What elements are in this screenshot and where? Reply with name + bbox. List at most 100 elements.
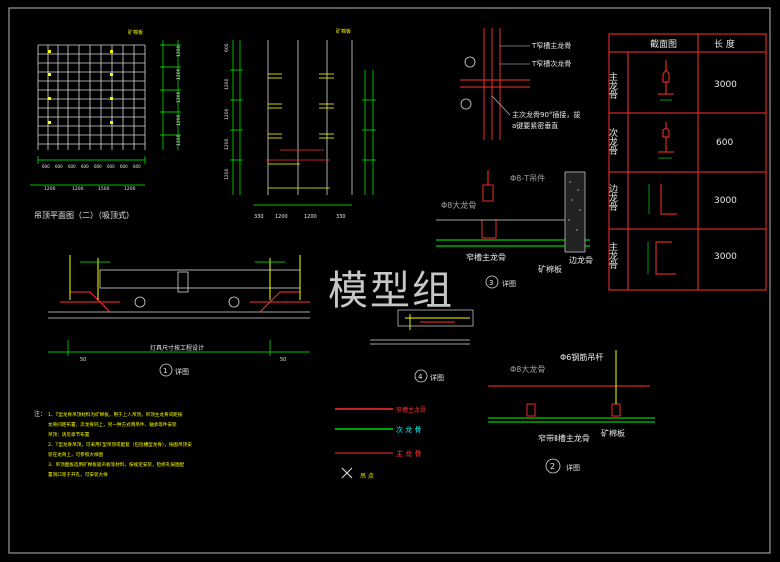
detail1-dims (48, 261, 310, 356)
table-row-length: 3000 (714, 196, 737, 206)
detail-2: Φ8大龙骨 Φ6钢筋吊杆 窄带Ⅱ槽主龙骨 矿棉板 2 详图 (488, 350, 655, 474)
detail4-number-circle (414, 369, 428, 383)
detail2-red (488, 385, 650, 417)
legend-item: 窄槽主龙骨 (396, 406, 426, 414)
notes-line: 龙骨间距布置，次龙骨同上，另一种方式用吊件、轴承等件安装 (48, 421, 177, 428)
plan-side-dim: 1200 (176, 45, 182, 57)
plan-dim: 600 (133, 164, 141, 169)
detail1-note: 灯具尺寸按工程设计 (150, 344, 204, 352)
joint-label: T窄槽次龙骨 (531, 59, 571, 68)
elev-bottom-dim: 330 (254, 214, 264, 220)
detail3-label: 窄槽主龙骨 (466, 252, 506, 262)
wall-hatch (568, 181, 581, 231)
plan-grid (37, 44, 146, 150)
detail2-label: 窄带Ⅱ槽主龙骨 (538, 433, 590, 443)
joint-marker-circle (460, 98, 472, 110)
legend: 窄槽主龙骨 次 龙 骨 主 龙 骨 吊 点 (335, 406, 426, 480)
detail3-label: 边龙骨 (569, 255, 593, 265)
notes-line: 吊顶：请见章节布置 (48, 431, 90, 438)
detail3-label: Φ8-T吊件 (510, 173, 545, 183)
joint-detail: T窄槽主龙骨 T窄槽次龙骨 主次龙骨90°插接，拔 a键要紧密垂直 (460, 28, 580, 140)
elev-side-dim: 1200 (224, 78, 230, 90)
legend-item: 吊 点 (360, 472, 374, 480)
profile-dims (647, 99, 672, 274)
elev-verticals (267, 40, 353, 195)
plan-right-dims (160, 40, 181, 150)
profile-sketches (655, 60, 677, 275)
joint-marker-circle (464, 56, 476, 68)
table-row-name: 边龙骨 (607, 184, 618, 211)
detail2-label: 矿棉板 (601, 428, 625, 438)
plan-side-dim: 1200 (176, 68, 182, 80)
elev-side-dim: 1200 (224, 138, 230, 150)
notes-title: 注： (34, 410, 46, 418)
table-row-name: 主龙骨 (607, 241, 618, 269)
detail3-label: 矿棉板 (538, 264, 562, 274)
table-header: 截面图 (650, 38, 677, 50)
hanger-clip (482, 184, 494, 202)
detail-4: 4 详图 (370, 309, 474, 383)
elev-dims (230, 40, 376, 206)
elev-side-dim: 1200 (224, 168, 230, 180)
legend-hanger-cross (341, 467, 353, 479)
plan-side-dim: 1200 (176, 134, 182, 146)
plan-bottom-dims (30, 156, 146, 186)
table-row-name: 主龙骨 (607, 71, 618, 99)
detail1-dim: 50 (80, 357, 86, 363)
detail3-number-circle (485, 275, 499, 289)
notes-line: 置洞口等于开孔，可安装大样 (48, 471, 108, 478)
table-lines (608, 33, 767, 291)
wall-section (564, 171, 586, 253)
detail2-label: Φ8大龙骨 (510, 364, 545, 374)
elev-top-label: 矿棉板 (336, 28, 351, 35)
plan-dim: 600 (68, 164, 76, 169)
ceiling-elevation: 矿棉板 600 1200 1200 1200 1200 330 1200 120… (224, 28, 376, 220)
elev-side-dim: 600 (224, 43, 230, 52)
detail4-caption: 详图 (430, 373, 444, 382)
detail2-label: Φ6钢筋吊杆 (560, 352, 603, 362)
watermark: 模型组 (328, 268, 454, 314)
joint-leaders (491, 45, 530, 116)
plan-dim: 600 (81, 164, 89, 169)
plan-bottom-dim: 1200 (124, 186, 136, 192)
plan-hanger-points (48, 50, 113, 124)
notes-line: 2、T型龙骨吊顶，可采用Γ型吊顶或配套（包括槽型龙骨），按图吊顶安 (48, 441, 192, 448)
plan-side-dim: 1200 (176, 114, 182, 126)
detail2-panel (488, 417, 655, 423)
ceiling-plan: 矿棉板 1200 1200 1200 1200 1200 600 600 600… (30, 29, 182, 220)
detail1-caption: 详图 (175, 367, 189, 376)
plan-side-dim: 1200 (176, 91, 182, 103)
plan-title: 吊顶平面图（二）（吸顶式） (34, 210, 134, 220)
elev-red-lines (266, 149, 330, 161)
joint-red-members (460, 28, 530, 140)
plan-dim: 600 (94, 164, 102, 169)
detail2-caption: 详图 (566, 463, 580, 472)
fixture-rods (69, 255, 301, 300)
detail1-dim: 50 (280, 357, 286, 363)
table-header: 长 度 (714, 38, 735, 50)
detail-3: Φ8-T吊件 Φ8大龙骨 窄槽主龙骨 矿棉板 边龙骨 3 详图 (436, 170, 593, 289)
joint-label: 主次龙骨90°插接，拔 (512, 110, 580, 119)
detail4-body (370, 309, 474, 345)
plan-top-label: 矿棉板 (128, 29, 143, 36)
elev-bottom-dim: 330 (336, 214, 346, 220)
table-row-length: 600 (716, 138, 733, 148)
notes-line: 3、吊顶面板选用矿棉板吸声板等材料，按规定安装，检修孔按图配 (48, 461, 185, 468)
fixture-red (60, 291, 310, 313)
detail3-caption: 详图 (502, 279, 516, 288)
elev-side-dim: 1200 (224, 108, 230, 120)
detail2-number-circle (545, 458, 561, 474)
detail3-number: 3 (489, 279, 493, 287)
table-row-length: 3000 (714, 252, 737, 262)
plan-bottom-dim: 1200 (72, 186, 84, 192)
detail4-yellow (405, 314, 470, 330)
legend-item: 主 龙 骨 (396, 449, 421, 458)
plan-dim: 600 (42, 164, 50, 169)
detail1-number-circle (159, 363, 173, 377)
notes-line: 装在龙骨上，可参照大样图 (48, 451, 104, 458)
joint-label: a键要紧密垂直 (512, 121, 558, 130)
plan-dim: 600 (120, 164, 128, 169)
detail4-number: 4 (418, 373, 423, 381)
table-row-name: 次龙骨 (607, 127, 618, 155)
